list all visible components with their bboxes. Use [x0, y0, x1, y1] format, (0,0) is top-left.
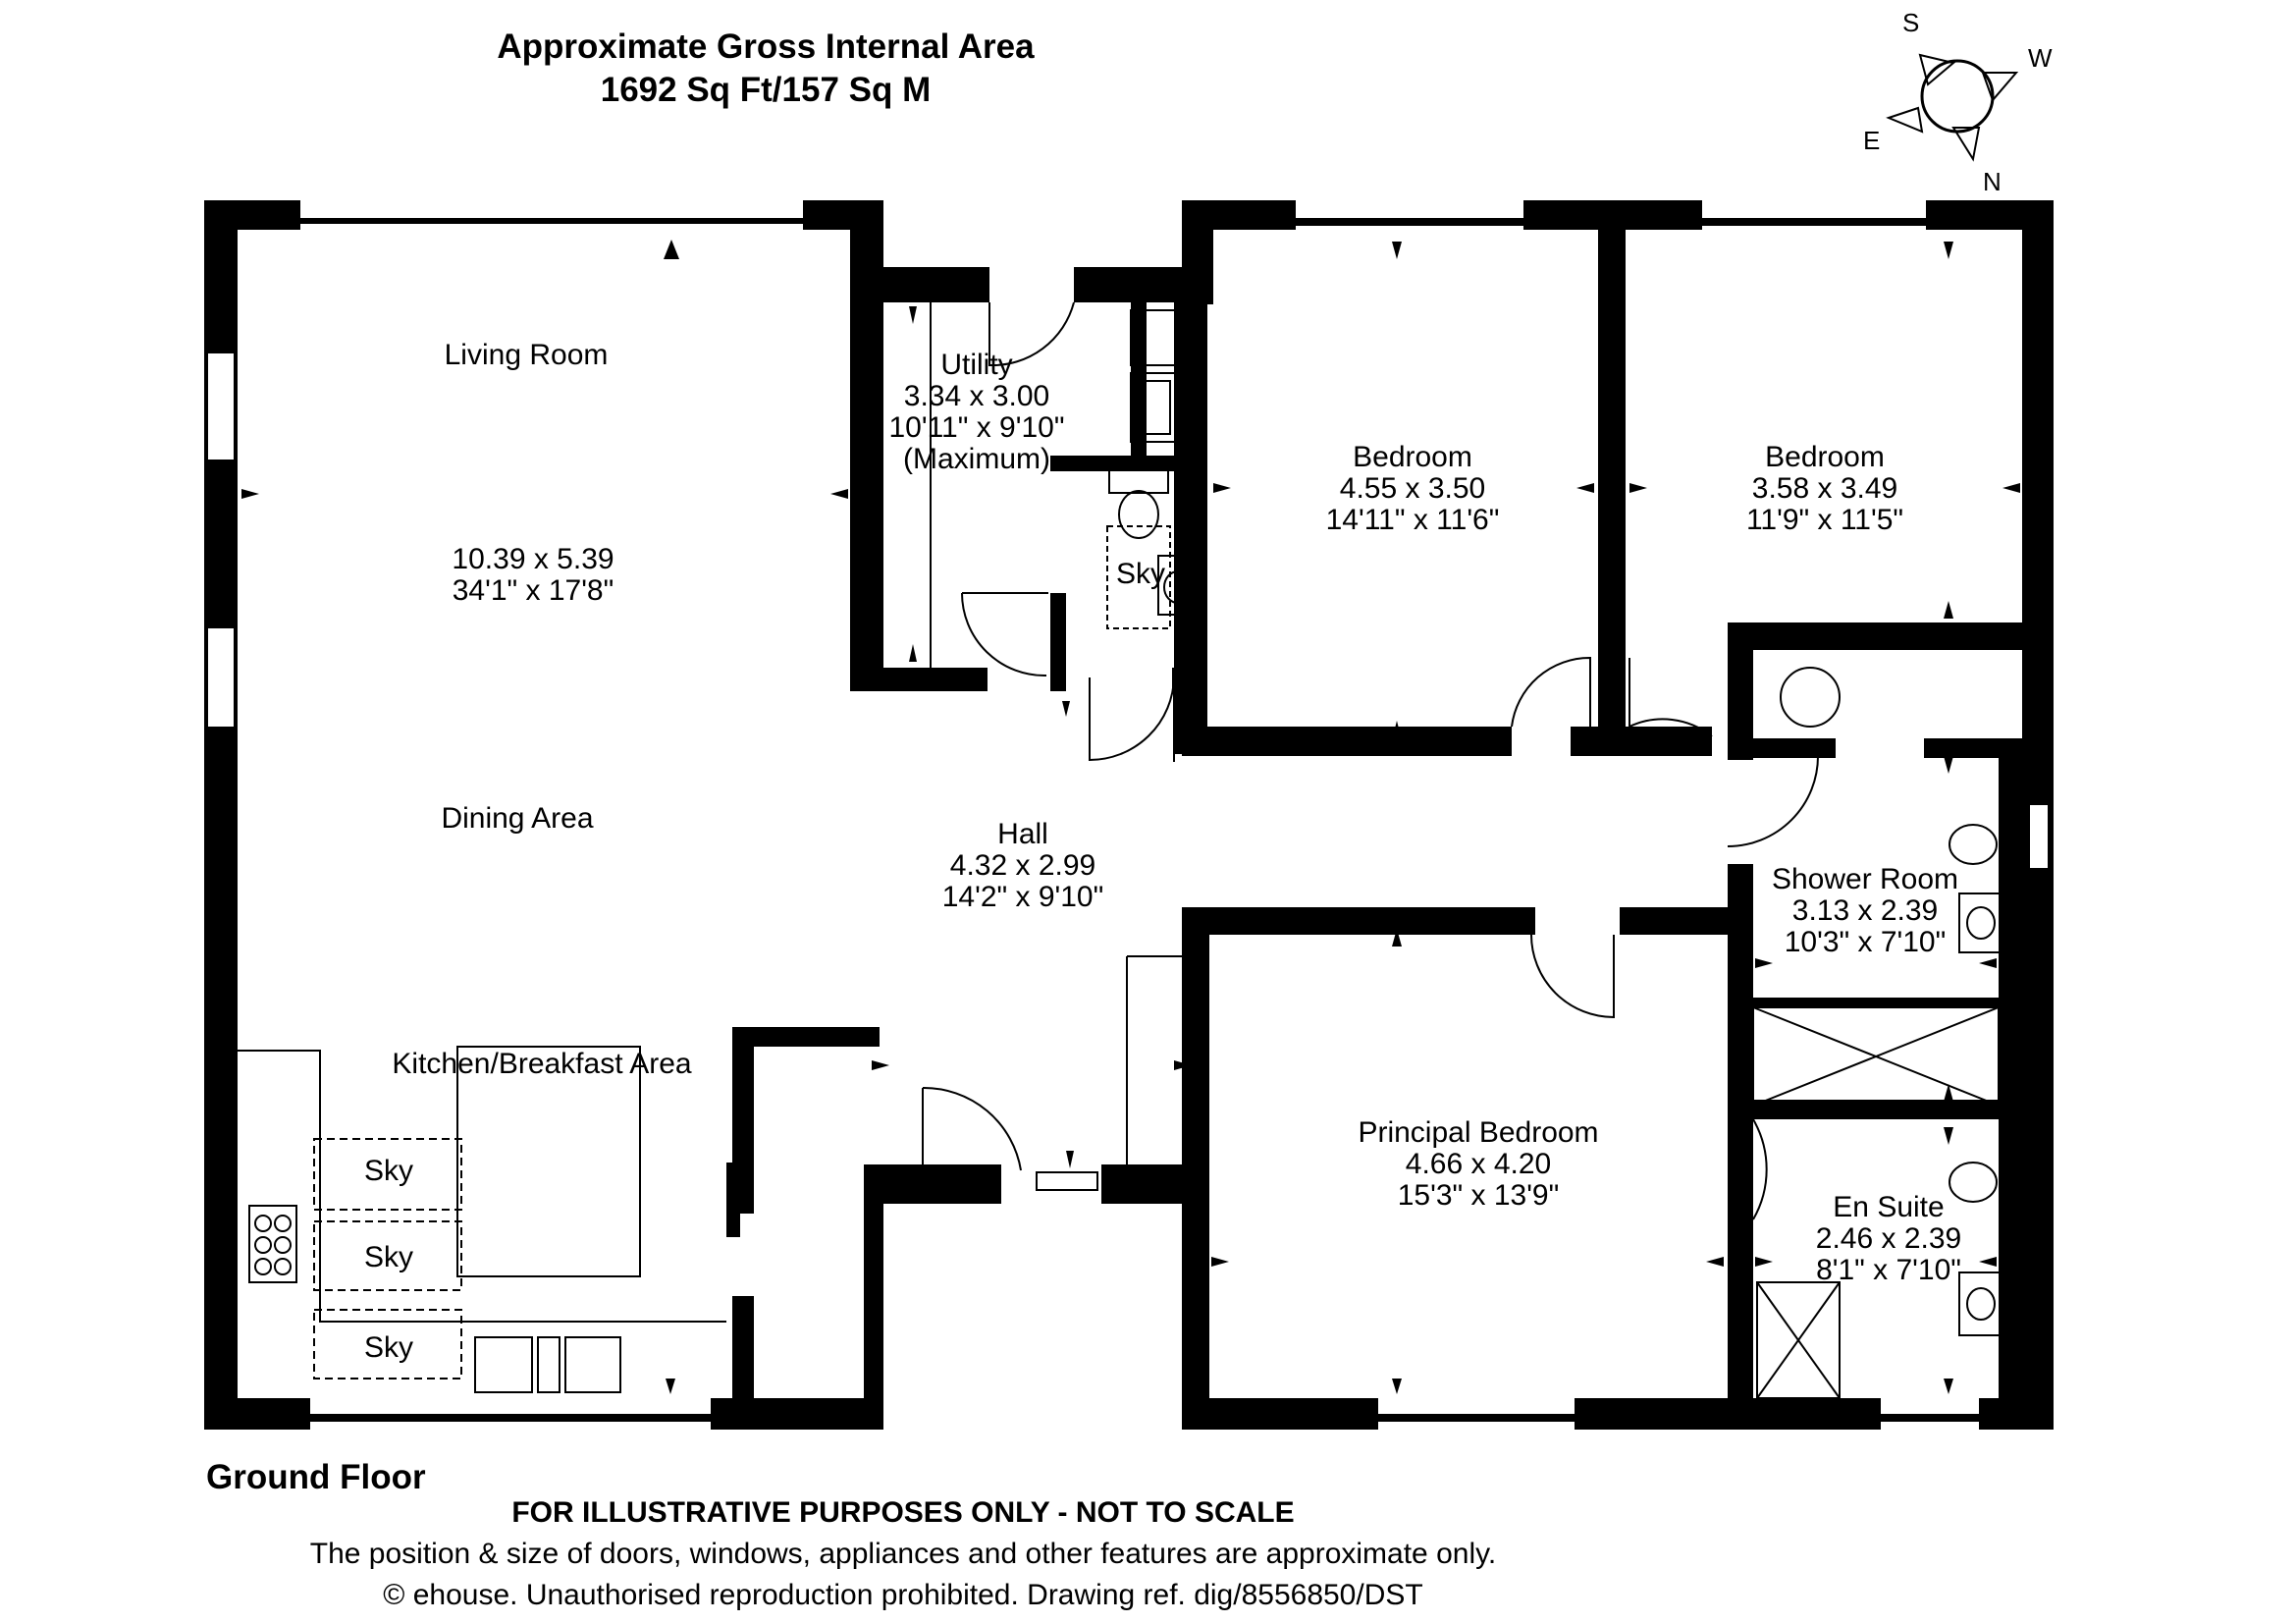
area-header: Approximate Gross Internal Area 1692 Sq …: [0, 26, 1531, 112]
doors: [922, 301, 1820, 1220]
fixtures: [238, 302, 2005, 1399]
room-principal-bedroom: Principal Bedroom 4.66 x 4.20 15'3" x 13…: [1358, 1116, 1599, 1212]
compass-icon: [1886, 53, 2019, 162]
room-hall: Hall 4.32 x 2.99 14'2" x 9'10": [941, 818, 1104, 913]
skylight-label-1: Sky: [363, 1155, 414, 1187]
disclaimer: FOR ILLUSTRATIVE PURPOSES ONLY - NOT TO …: [511, 1496, 1295, 1529]
room-ensuite: En Suite 2.46 x 2.39 8'1" x 7'10": [1815, 1191, 1962, 1286]
walls: [204, 200, 2054, 1430]
floor-label: Ground Floor: [206, 1458, 426, 1496]
compass-west-label: W: [2028, 43, 2053, 73]
approx-note: The position & size of doors, windows, a…: [309, 1538, 1497, 1570]
skylight-label-3: Sky: [363, 1331, 414, 1364]
dimension-markers: [241, 240, 2020, 1394]
compass-north-label: N: [1983, 167, 2002, 196]
room-bedroom-2: Bedroom 3.58 x 3.49 11'9" x 11'5": [1745, 441, 1904, 536]
room-living-dims: 10.39 x 5.39 34'1" x 17'8": [452, 543, 614, 607]
room-living-name: Living Room: [444, 339, 609, 371]
room-dining: Dining Area: [441, 802, 594, 835]
compass-east-label: E: [1863, 126, 1881, 155]
room-utility: Utility 3.34 x 3.00 10'11" x 9'10" (Maxi…: [888, 349, 1065, 475]
area-title: Approximate Gross Internal Area: [497, 27, 1035, 66]
skylight-label-2: Sky: [363, 1241, 414, 1273]
room-bedroom-1: Bedroom 4.55 x 3.50 14'11" x 11'6": [1325, 441, 1500, 536]
copyright-note: © ehouse. Unauthorised reproduction proh…: [383, 1579, 1423, 1611]
area-value: 1692 Sq Ft/157 Sq M: [600, 71, 932, 109]
room-kitchen: Kitchen/Breakfast Area: [392, 1048, 692, 1080]
room-shower: Shower Room 3.13 x 2.39 10'3" x 7'10": [1771, 863, 1959, 958]
compass-south-label: S: [1902, 8, 1920, 37]
skylight-label-wc: Sky: [1115, 558, 1166, 590]
